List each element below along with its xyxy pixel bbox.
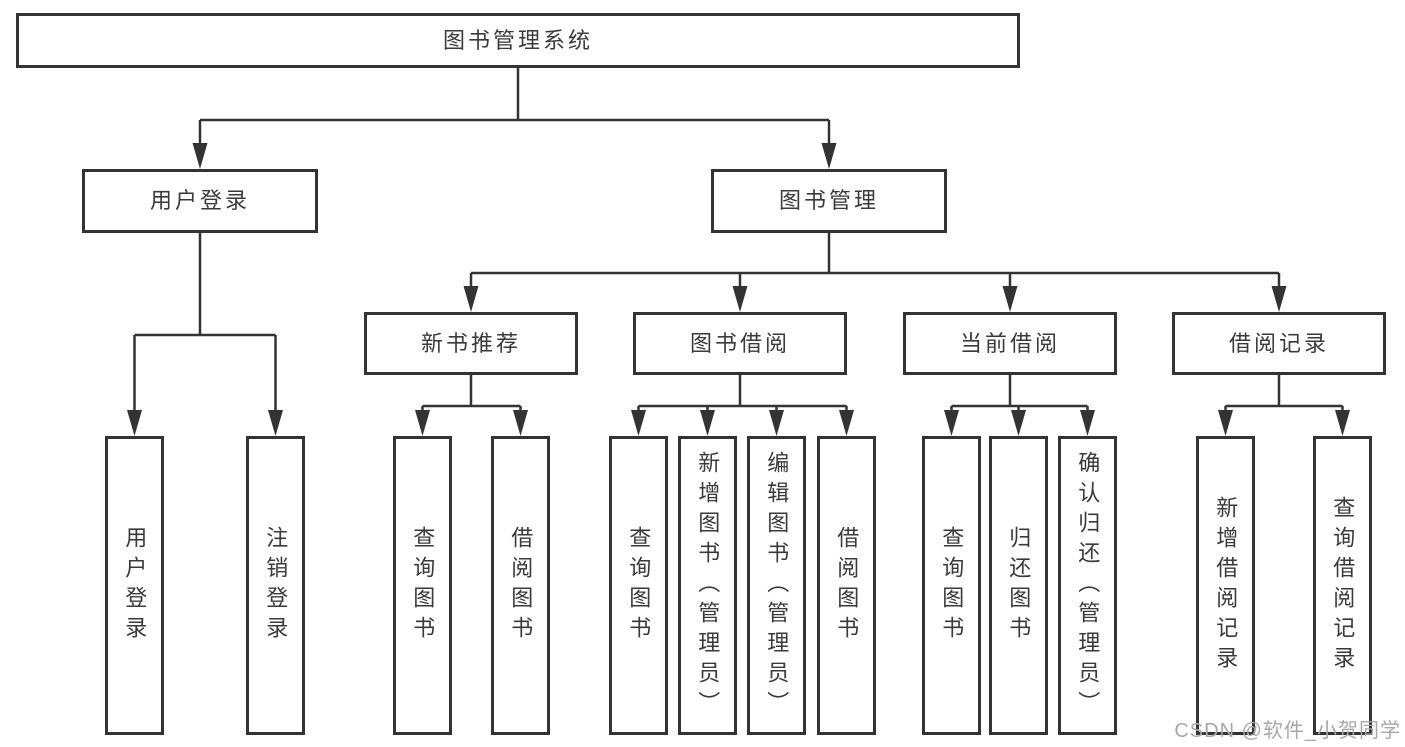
node-new-book-recommend: 新书推荐 [364, 312, 578, 375]
node-label: 图书管理系统 [442, 27, 593, 53]
node-label: 当前借阅 [959, 330, 1060, 356]
node-label: 新增借阅记录 [1213, 495, 1239, 676]
arrowhead-icon [839, 410, 854, 436]
node-borrow-record: 借阅记录 [1172, 312, 1386, 375]
node-label: 新书推荐 [420, 330, 521, 356]
node-label: 借阅图书 [508, 525, 534, 646]
connector-from-book-borrow [631, 375, 854, 436]
node-query-book-3: 查询图书 [922, 436, 981, 735]
arrowhead-icon [513, 410, 528, 436]
arrowhead-icon [1080, 410, 1095, 436]
arrowhead-icon [821, 143, 837, 169]
node-user-login-action: 用户登录 [105, 436, 164, 735]
arrowhead-icon [1011, 410, 1026, 436]
node-query-borrow-record: 查询借阅记录 [1313, 436, 1372, 735]
connector-from-book-mgmt [463, 233, 1287, 312]
arrowhead-icon [1335, 410, 1350, 436]
node-label: 用户登录 [122, 525, 148, 646]
arrowhead-icon [631, 410, 646, 436]
arrowhead-icon [944, 410, 959, 436]
node-label: 归还图书 [1006, 525, 1032, 646]
node-borrow-book-2: 借阅图书 [817, 436, 876, 735]
node-query-book-1: 查询图书 [393, 436, 452, 735]
arrowhead-icon [1271, 286, 1287, 312]
arrowhead-icon [268, 410, 283, 436]
node-label: 借阅图书 [834, 525, 860, 646]
node-book-borrow: 图书借阅 [633, 312, 847, 375]
node-label: 图书管理 [778, 188, 879, 214]
arrowhead-icon [732, 286, 748, 312]
connector-from-borrow-record [1218, 375, 1350, 436]
node-return-book: 归还图书 [989, 436, 1048, 735]
node-borrow-book-1: 借阅图书 [491, 436, 550, 735]
connector-from-root [192, 68, 837, 169]
arrowhead-icon [1218, 410, 1233, 436]
arrowhead-icon [127, 410, 142, 436]
node-label: 查询图书 [939, 525, 965, 646]
node-label: 编辑图书（管理员） [764, 450, 790, 721]
arrowhead-icon [1002, 286, 1018, 312]
node-book-mgmt: 图书管理 [711, 169, 947, 233]
arrowhead-icon [415, 410, 430, 436]
arrowhead-icon [463, 286, 479, 312]
node-add-borrow-record: 新增借阅记录 [1196, 436, 1255, 735]
node-label: 查询图书 [410, 525, 436, 646]
node-add-book-admin: 新增图书（管理员） [678, 436, 737, 735]
node-current-borrow: 当前借阅 [903, 312, 1117, 375]
node-label: 确认归还（管理员） [1075, 450, 1101, 721]
node-label: 图书借阅 [689, 330, 790, 356]
node-confirm-return-admin: 确认归还（管理员） [1058, 436, 1117, 735]
connector-from-current-borrow [944, 375, 1095, 436]
arrowhead-icon [192, 143, 208, 169]
node-logout-action: 注销登录 [246, 436, 305, 735]
node-label: 查询图书 [626, 525, 652, 646]
node-label: 新增图书（管理员） [695, 450, 721, 721]
node-label: 用户登录 [149, 188, 250, 214]
node-edit-book-admin: 编辑图书（管理员） [747, 436, 806, 735]
node-user-login: 用户登录 [82, 169, 318, 233]
node-label: 查询借阅记录 [1330, 495, 1356, 676]
connector-from-new-book-recommend [415, 375, 528, 436]
csdn-watermark: CSDN @软件_小贺同学 [1174, 720, 1401, 742]
connector-from-user-login [127, 233, 283, 436]
node-label: 借阅记录 [1228, 330, 1329, 356]
node-query-book-2: 查询图书 [609, 436, 668, 735]
arrowhead-icon [700, 410, 715, 436]
node-label: 注销登录 [263, 525, 289, 646]
arrowhead-icon [769, 410, 784, 436]
node-root: 图书管理系统 [16, 13, 1020, 68]
